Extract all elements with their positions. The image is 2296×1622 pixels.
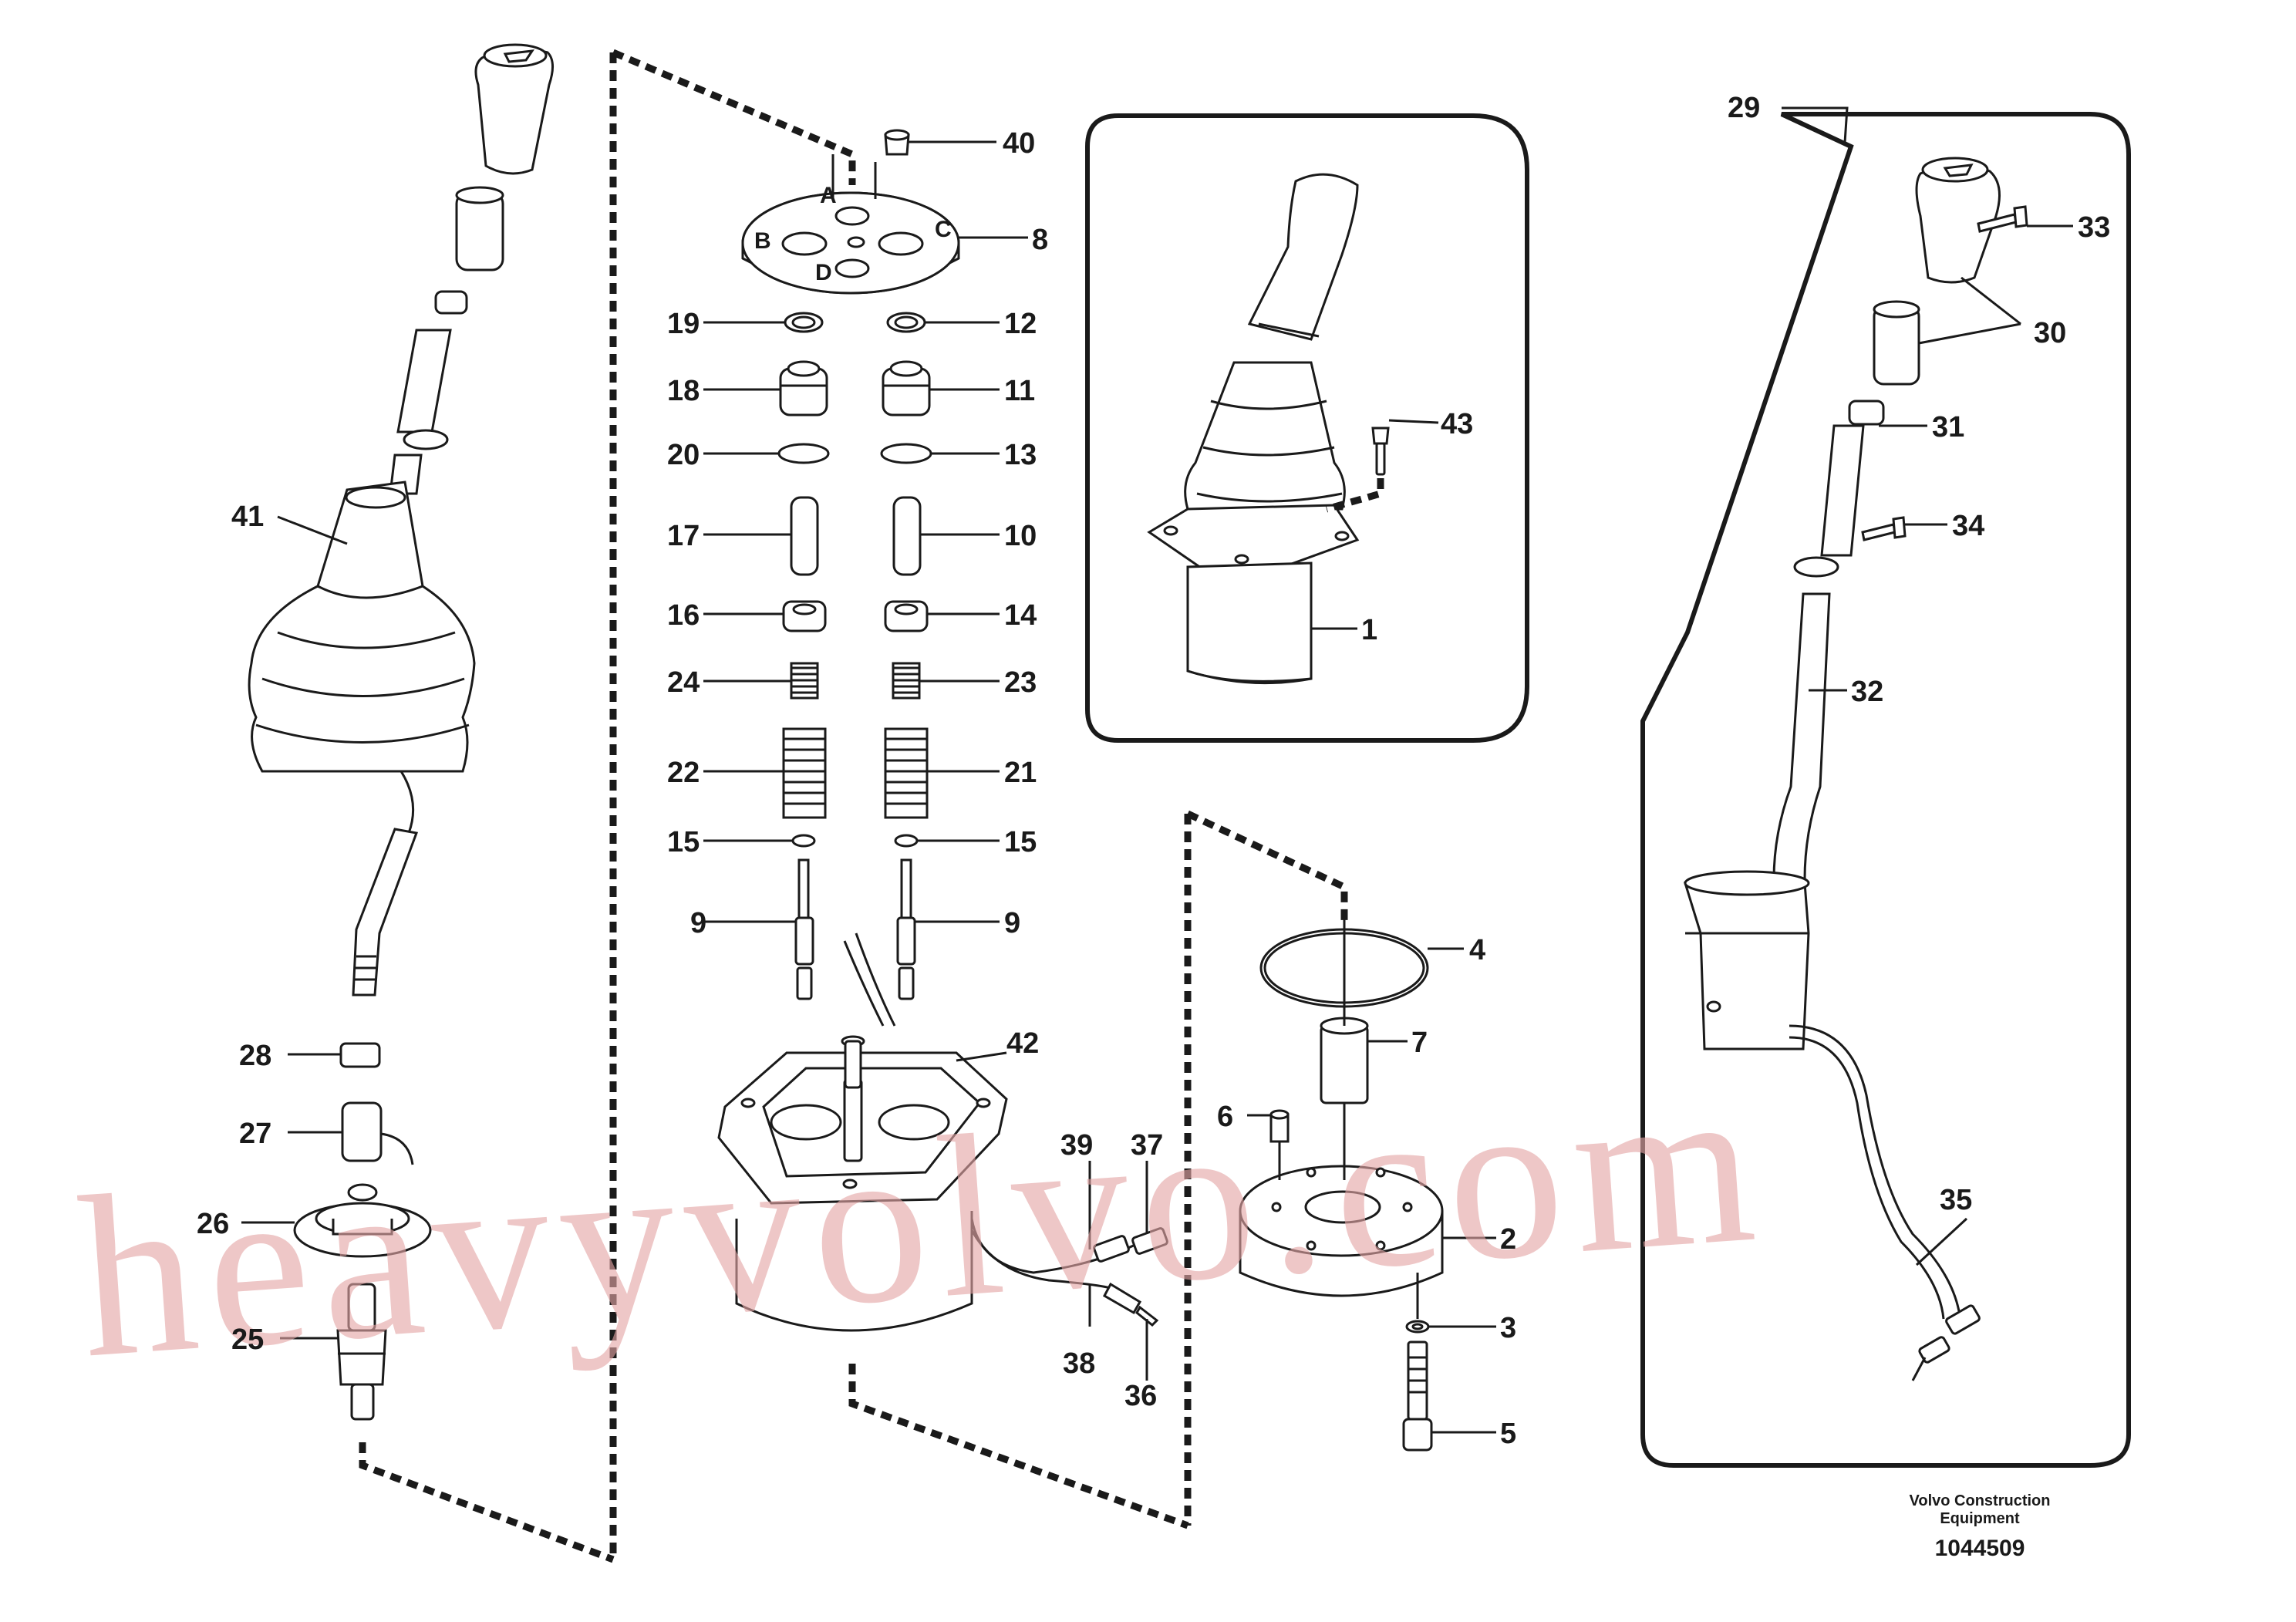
document-number: 1044509: [1935, 1536, 2025, 1561]
pilot-valve-exploded-stack: [741, 129, 960, 1000]
label-20: 20: [667, 439, 700, 471]
label-38: 38: [1063, 1347, 1095, 1380]
label-42: 42: [1006, 1027, 1039, 1060]
label-37: 37: [1131, 1129, 1163, 1162]
label-9-left: 9: [690, 907, 706, 939]
credit-line-1: Volvo Construction: [1910, 1492, 2051, 1509]
port-label-a: A: [820, 183, 837, 208]
port-label-d: D: [815, 260, 832, 285]
label-21: 21: [1004, 757, 1037, 789]
label-33: 33: [2078, 211, 2110, 244]
label-1: 1: [1361, 614, 1377, 646]
label-17: 17: [667, 520, 700, 552]
label-28: 28: [239, 1040, 271, 1072]
label-10: 10: [1004, 520, 1037, 552]
label-22: 22: [667, 757, 700, 789]
left-joystick-assembly: [248, 43, 554, 1421]
label-39: 39: [1060, 1129, 1093, 1162]
label-19: 19: [667, 308, 700, 340]
label-23: 23: [1004, 666, 1037, 699]
label-14: 14: [1004, 599, 1037, 632]
label-6: 6: [1217, 1101, 1233, 1133]
port-label-b: B: [754, 228, 771, 254]
port-label-c: C: [935, 217, 952, 242]
label-31: 31: [1932, 411, 1964, 443]
label-29: 29: [1728, 92, 1760, 124]
label-16: 16: [667, 599, 700, 632]
label-40: 40: [1003, 127, 1035, 160]
mounting-parts: [1239, 910, 1444, 1452]
label-4: 4: [1469, 934, 1485, 966]
credit-line-2: Equipment: [1940, 1510, 2020, 1527]
label-3: 3: [1500, 1312, 1516, 1344]
inset-joystick-box: [1085, 113, 1529, 743]
label-34: 34: [1952, 510, 1984, 542]
right-joystick-box: [1640, 112, 2131, 1468]
label-32: 32: [1851, 676, 1883, 708]
dashed-assembly-links: [359, 49, 1348, 1563]
label-7: 7: [1411, 1027, 1428, 1059]
label-25: 25: [231, 1324, 264, 1356]
valve-body-42: [717, 932, 1168, 1332]
label-27: 27: [239, 1118, 271, 1150]
label-13: 13: [1004, 439, 1037, 471]
label-18: 18: [667, 375, 700, 407]
part-labels: 40 8 19 12 18 11 20 13 17 10 16 14 24 23…: [197, 92, 2110, 1450]
label-26: 26: [197, 1208, 229, 1240]
label-11: 11: [1004, 375, 1035, 407]
label-24: 24: [667, 666, 700, 699]
label-8: 8: [1032, 224, 1048, 256]
label-36: 36: [1124, 1380, 1157, 1412]
label-2: 2: [1500, 1223, 1516, 1256]
label-15-right: 15: [1004, 826, 1037, 858]
label-41: 41: [231, 501, 264, 533]
label-35: 35: [1940, 1184, 1972, 1216]
label-30: 30: [2034, 317, 2066, 349]
label-12: 12: [1004, 308, 1037, 340]
label-15-left: 15: [667, 826, 700, 858]
label-9-right: 9: [1004, 907, 1020, 939]
label-5: 5: [1500, 1418, 1516, 1450]
leader-lines: [241, 106, 2073, 1434]
label-43: 43: [1441, 408, 1473, 440]
